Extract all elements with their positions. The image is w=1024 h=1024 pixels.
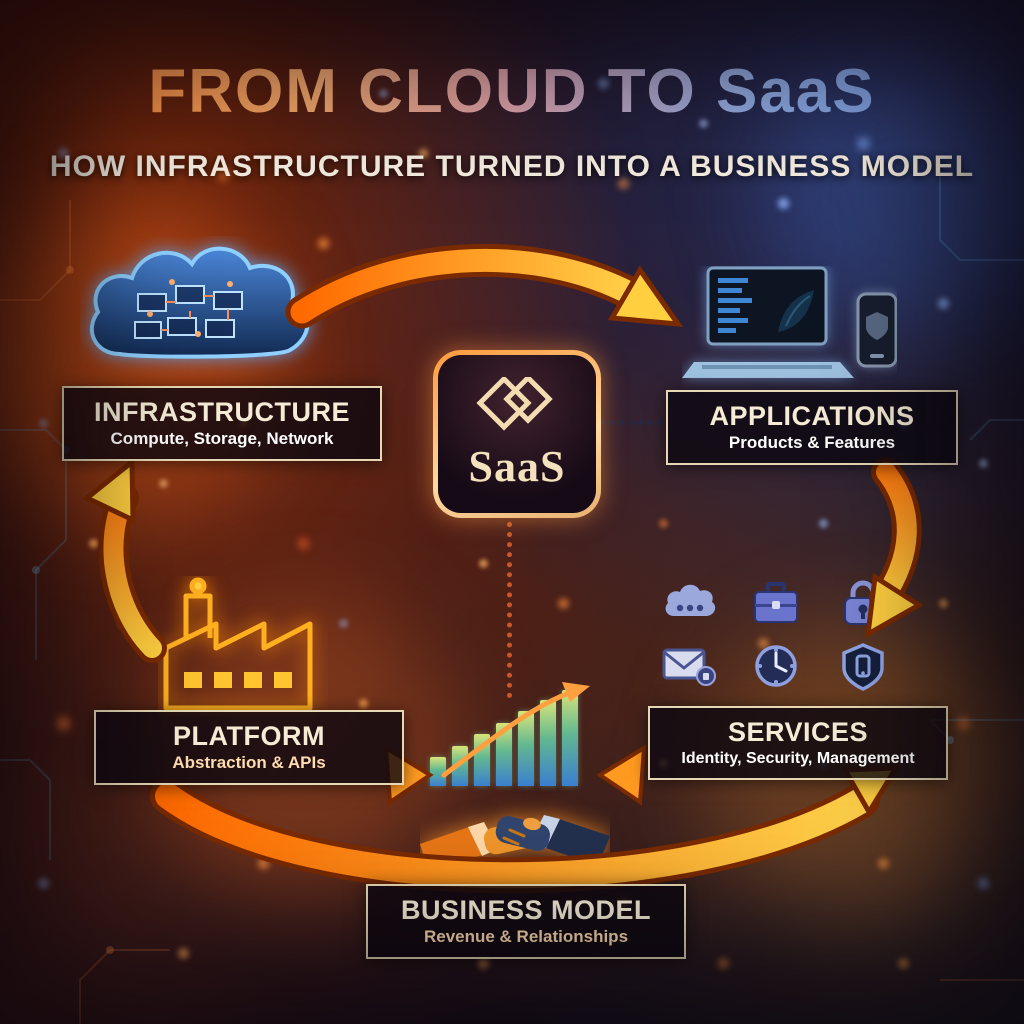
cloud-servers-icon (80, 236, 330, 393)
node-services: SERVICES Identity, Security, Management (648, 706, 948, 780)
node-infrastructure: INFRASTRUCTURE Compute, Storage, Network (62, 386, 382, 462)
briefcase-icon (753, 582, 798, 623)
saas-wordmark: SaaS (468, 441, 566, 491)
flow-arrow-left (82, 456, 167, 663)
dotted-connector-horizontal (600, 420, 662, 425)
services-title: SERVICES (727, 717, 869, 747)
clock-icon (755, 645, 797, 687)
node-platform: PLATFORM Abstraction & APIs (94, 710, 404, 786)
dotted-connector-vertical (507, 522, 512, 698)
page-title: FROM CLOUD TO SaaS (0, 56, 1024, 127)
saas-logo-icon (476, 376, 553, 431)
flow-arrow-top (285, 243, 684, 329)
business-model-title: BUSINESS MODEL (400, 895, 652, 925)
business-model-subtitle: Revenue & Relationships (423, 927, 629, 947)
platform-subtitle: Abstraction & APIs (172, 753, 326, 773)
node-applications: APPLICATIONS Products & Features (666, 390, 958, 466)
cloud-icon (665, 584, 715, 616)
infrastructure-title: INFRASTRUCTURE (94, 397, 350, 427)
saas-badge: SaaS (433, 350, 601, 518)
infrastructure-subtitle: Compute, Storage, Network (110, 429, 334, 449)
applications-subtitle: Products & Features (728, 433, 896, 453)
applications-title: APPLICATIONS (709, 401, 915, 431)
node-business-model: BUSINESS MODEL Revenue & Relationships (366, 884, 686, 960)
shield-icon (842, 643, 885, 691)
services-subtitle: Identity, Security, Management (681, 750, 915, 768)
mail-lock-icon (662, 648, 716, 686)
bokeh-particles (0, 0, 7, 7)
page-subtitle: HOW INFRASTRUCTURE TURNED INTO A BUSINES… (49, 150, 975, 183)
laptop-and-phone-icon (682, 266, 898, 399)
growth-chart-icon (430, 690, 600, 786)
platform-title: PLATFORM (173, 721, 325, 751)
services-icon-grid (650, 580, 902, 692)
lock-icon (844, 580, 883, 625)
factory-icon (158, 576, 328, 721)
